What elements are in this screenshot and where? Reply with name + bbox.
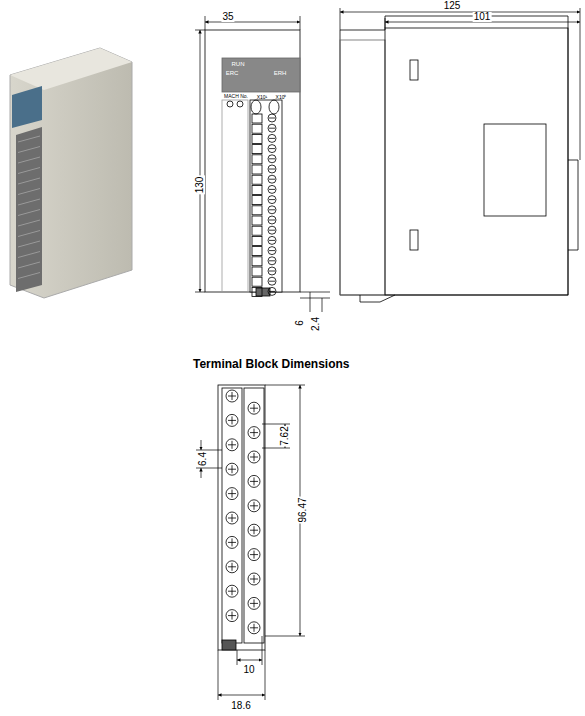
dimension-value: 7.62 [280, 425, 290, 446]
dimension-lines [196, 385, 305, 700]
dimension-value: 2.4 [311, 316, 321, 332]
dimension-value: 96.47 [298, 496, 308, 523]
side-view [340, 16, 578, 302]
panel-marking: ERH [273, 70, 288, 76]
panel-marking: X10¹ [256, 95, 269, 100]
dimension-value: 18.6 [230, 701, 251, 711]
section-heading: Terminal Block Dimensions [193, 357, 350, 371]
panel-marking: RUN [231, 61, 246, 67]
dimension-lines [195, 8, 580, 312]
panel-marking: MACH No. [223, 94, 249, 99]
dimension-value: 10 [242, 665, 255, 675]
front-view [205, 30, 300, 296]
dimension-value: 101 [473, 12, 492, 22]
panel-marking: ERC [225, 70, 240, 76]
dimension-value: 130 [195, 176, 205, 195]
dimension-value: 6 [295, 319, 305, 327]
dimension-value: 125 [443, 1, 462, 11]
panel-marking: X10⁰ [275, 95, 288, 100]
dimension-value: 35 [221, 12, 234, 22]
dimension-value: 6.4 [198, 451, 208, 467]
terminal-block [218, 385, 265, 650]
module-photo [10, 48, 132, 298]
